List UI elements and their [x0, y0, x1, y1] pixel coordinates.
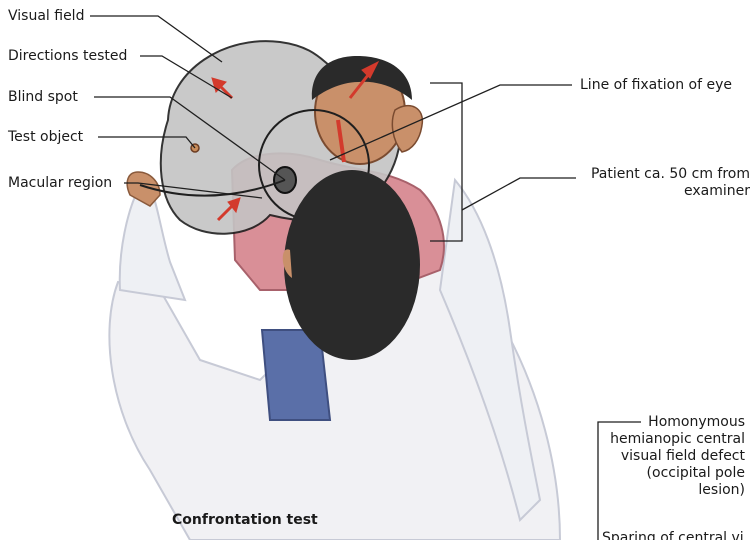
label-homonymous-line3: visual field defect	[585, 448, 745, 465]
label-sparing-text: Sparing of central vi	[602, 530, 744, 540]
examiner-head	[284, 170, 420, 360]
label-homonymous-line1: Homonymous	[585, 414, 745, 431]
label-sparing-clipped: Sparing of central vi	[540, 522, 755, 540]
label-directions-tested: Directions tested	[8, 48, 127, 65]
figure-caption: Confrontation test	[172, 512, 318, 528]
patient-hand	[392, 106, 422, 152]
label-patient-distance: Patient ca. 50 cm from examiner	[580, 166, 750, 200]
label-patient-distance-line1: Patient ca. 50 cm from	[580, 166, 750, 183]
label-test-object: Test object	[8, 129, 83, 146]
label-homonymous-line5: lesion)	[585, 482, 745, 499]
label-macular-region: Macular region	[8, 175, 112, 192]
label-homonymous-line4: (occipital pole	[585, 465, 745, 482]
label-blind-spot: Blind spot	[8, 89, 78, 106]
label-line-of-fixation: Line of fixation of eye	[580, 77, 732, 94]
label-patient-distance-line2: examiner	[580, 183, 750, 200]
label-homonymous-defect: Homonymous hemianopic central visual fie…	[585, 414, 745, 499]
label-visual-field: Visual field	[8, 8, 84, 25]
label-homonymous-line2: hemianopic central	[585, 431, 745, 448]
leader-patient	[462, 178, 576, 210]
